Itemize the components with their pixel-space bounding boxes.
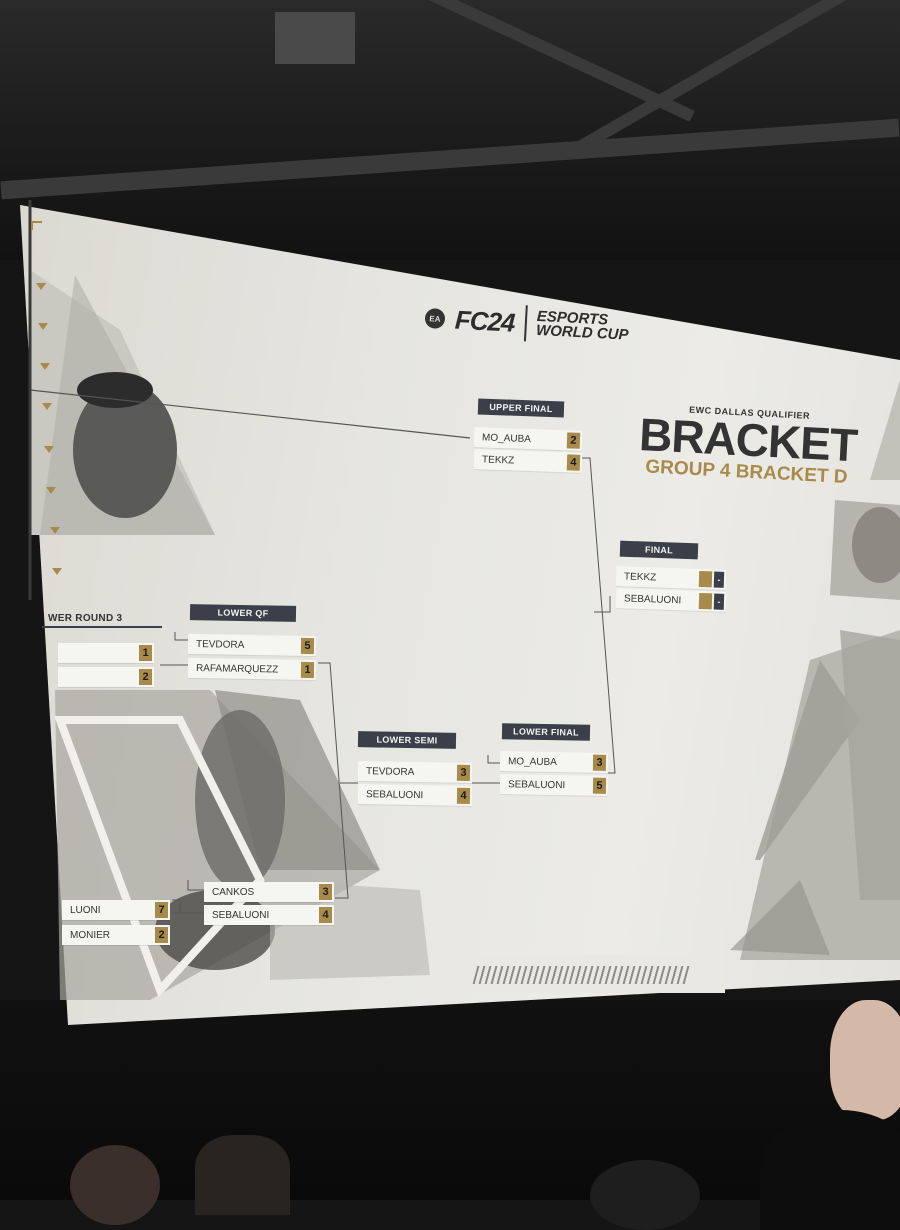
footer-stripes — [472, 966, 693, 984]
chevron-down-icon — [40, 363, 50, 370]
match-row: LUONI 7 — [62, 900, 170, 920]
match-row: TEVDORA 5 — [187, 633, 317, 657]
ewc-logo: ESPORTS WORLD CUP — [535, 308, 630, 344]
chevron-down-icon — [38, 323, 48, 330]
lower-round3-underline — [42, 626, 162, 628]
player-name: MO_AUBA — [481, 431, 532, 445]
chevron-down-icon — [44, 446, 54, 453]
player-name: RAFAMARQUEZZ — [195, 662, 279, 675]
match-row: MONIER 2 — [62, 925, 170, 945]
match-row: SEBALUONI 5 — [499, 774, 609, 796]
final-label: FINAL — [619, 540, 699, 560]
player-score: 5 — [592, 777, 607, 794]
game-title: FC24 — [454, 304, 516, 338]
player-name: TEKKZ — [623, 570, 657, 583]
player-score — [698, 592, 713, 610]
player-name: TEVDORA — [365, 765, 415, 778]
match-row: CANKOS 3 — [204, 882, 334, 902]
player-score: 7 — [155, 902, 168, 918]
player-name: LUONI — [70, 904, 101, 916]
lower-semi-label: LOWER SEMI — [357, 731, 457, 749]
player-name: SEBALUONI — [507, 778, 566, 791]
match-row: RAFAMARQUEZZ 1 — [187, 657, 317, 681]
ceiling-light — [275, 12, 355, 64]
logo-divider — [523, 305, 528, 342]
upper-final-label: UPPER FINAL — [477, 398, 565, 418]
match-row: 2 — [58, 667, 154, 687]
player-score: 3 — [319, 884, 332, 900]
match-row: SEBALUONI 4 — [357, 784, 473, 806]
player-name: CANKOS — [212, 886, 255, 898]
audience-head — [70, 1145, 160, 1225]
player-name: SEBALUONI — [365, 788, 424, 801]
lower-round3-label: WER ROUND 3 — [48, 612, 123, 624]
player-name: SEBALUONI — [212, 909, 270, 921]
player-score: 2 — [155, 927, 168, 943]
chevron-down-icon — [36, 283, 46, 290]
player-name: TEKKZ — [481, 453, 515, 467]
match-row: MO_AUBA 3 — [499, 751, 609, 773]
chevron-down-icon — [50, 527, 60, 534]
chevron-down-icon — [46, 487, 56, 494]
ewc-line2: WORLD CUP — [535, 321, 629, 344]
player-name: SEBALUONI — [623, 592, 682, 606]
player-score: 2 — [139, 669, 152, 685]
audience-seat — [195, 1135, 290, 1215]
player-score — [698, 570, 713, 588]
player-score: 3 — [456, 764, 471, 781]
player-score: 5 — [300, 637, 315, 655]
match-row: MO_AUBA 2 — [473, 427, 583, 451]
lower-qf-label: LOWER QF — [189, 604, 297, 622]
player-score: 1 — [300, 661, 315, 679]
match-row: SEBALUONI - — [615, 588, 727, 612]
match-row: TEKKZ - — [615, 566, 727, 590]
ea-sports-logo-icon: EA — [424, 308, 446, 330]
player-score: 2 — [566, 432, 581, 449]
match-row: 1 — [58, 643, 154, 663]
audience-head — [830, 1000, 900, 1120]
audience-body — [760, 1110, 900, 1230]
player-name: MONIER — [70, 929, 110, 941]
audience-head — [590, 1160, 700, 1230]
player-score: 4 — [319, 907, 332, 923]
chevron-down-icon — [52, 568, 62, 575]
match-row: TEVDORA 3 — [357, 761, 473, 783]
player-score: 1 — [139, 645, 152, 661]
score-pending: - — [713, 571, 725, 588]
player-score: 4 — [566, 454, 581, 471]
player-score: 3 — [592, 754, 607, 771]
match-row: SEBALUONI 4 — [204, 905, 334, 925]
player-name: MO_AUBA — [507, 755, 558, 768]
score-pending: - — [713, 593, 725, 610]
bracket-heading: EWC DALLAS QUALIFIER BRACKET GROUP 4 BRA… — [636, 402, 860, 489]
player-name: TEVDORA — [195, 638, 245, 651]
player-score: 4 — [456, 787, 471, 804]
chevron-down-icon — [42, 403, 52, 410]
lower-final-label: LOWER FINAL — [501, 723, 591, 741]
match-row: TEKKZ 4 — [473, 449, 583, 473]
